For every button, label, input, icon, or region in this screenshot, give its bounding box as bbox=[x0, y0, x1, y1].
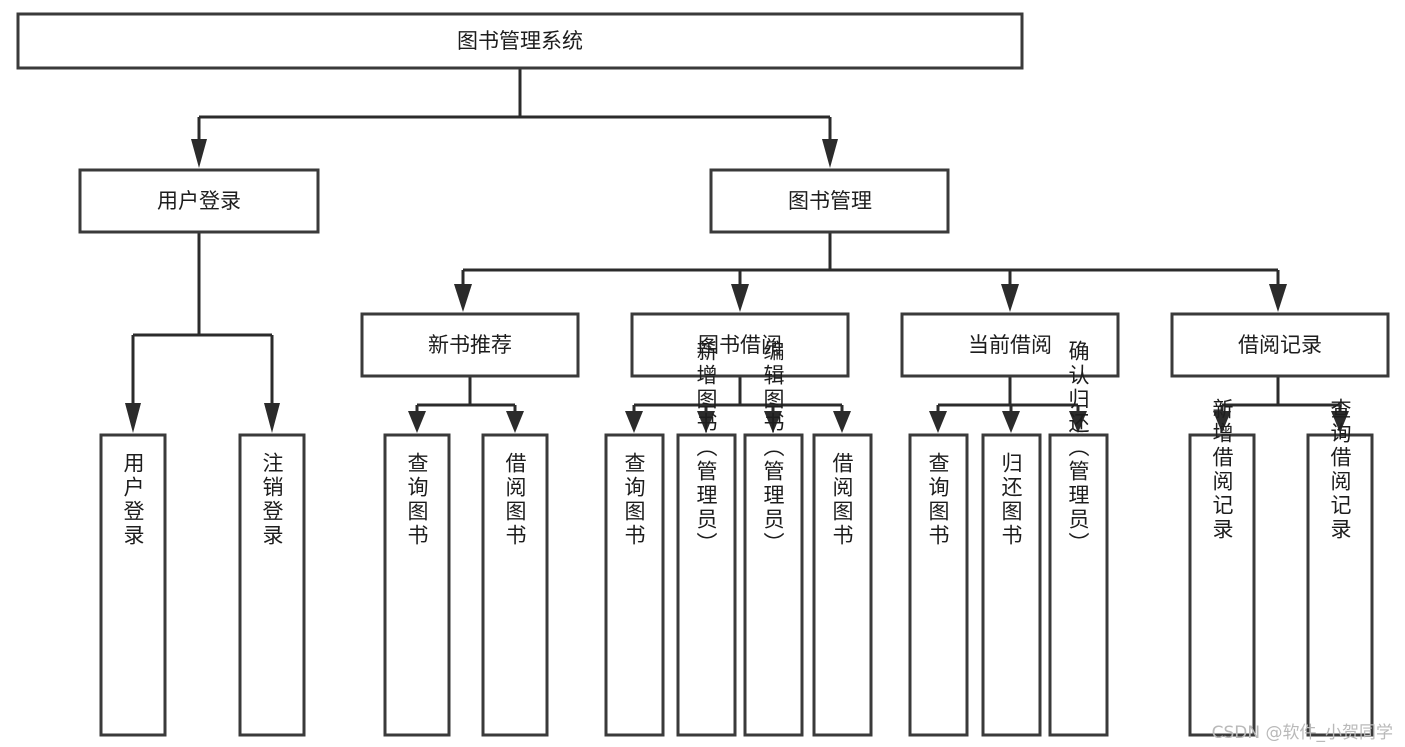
arrow-head-bookborrow-leaf-2 bbox=[697, 411, 715, 433]
node-book-management[interactable]: 图书管理 bbox=[709, 168, 950, 234]
book-borrow-label: 图书借阅 bbox=[698, 333, 782, 357]
leaf-node-add-borrow-record[interactable]: 新增借阅记录 bbox=[1188, 398, 1256, 737]
leaf-label-query-book-3: 查询图书 bbox=[926, 452, 950, 548]
new-book-recommend-box[interactable] bbox=[360, 312, 580, 378]
user-login-label: 用户登录 bbox=[157, 189, 241, 213]
arrow-head-bookborrow-leaf-4 bbox=[833, 411, 851, 433]
leaf-box-query-book-3[interactable] bbox=[908, 433, 969, 737]
arrow-head-currentborrow-leaf-1 bbox=[929, 411, 947, 433]
leaf-node-query-book-2[interactable]: 查询图书 bbox=[604, 433, 665, 737]
leaf-box-return-book[interactable] bbox=[981, 433, 1042, 737]
leaf-box-borrow-book-2[interactable] bbox=[812, 433, 873, 737]
leaf-node-query-book-1[interactable]: 查询图书 bbox=[383, 433, 451, 737]
borrow-record-label: 借阅记录 bbox=[1238, 333, 1322, 357]
leaf-box-query-book-2[interactable] bbox=[604, 433, 665, 737]
arrow-head-currentborrow-leaf-2 bbox=[1002, 411, 1020, 433]
leaf-box-borrow-book-1[interactable] bbox=[481, 433, 549, 737]
leaf-label-query-book-2: 查询图书 bbox=[622, 452, 646, 548]
node-current-borrow[interactable]: 当前借阅 bbox=[900, 312, 1120, 378]
leaf-box-query-borrow-record[interactable] bbox=[1306, 433, 1374, 737]
leaf-box-confirm-return[interactable] bbox=[1048, 433, 1109, 737]
arrow-head-borrowrecord-leaf-1 bbox=[1213, 411, 1231, 433]
new-book-recommend-label: 新书推荐 bbox=[428, 333, 512, 357]
arrow-head-leaf-user-login bbox=[125, 403, 141, 433]
node-new-book-recommend[interactable]: 新书推荐 bbox=[360, 312, 580, 378]
leaf-box-user-login[interactable] bbox=[99, 433, 167, 737]
leaf-box-logout[interactable] bbox=[238, 433, 306, 737]
node-root[interactable]: 图书管理系统 bbox=[16, 12, 1024, 70]
borrow-record-box[interactable] bbox=[1170, 312, 1390, 378]
arrow-head-newbook-leaf-2 bbox=[506, 411, 524, 433]
leaf-node-user-login[interactable]: 用户登录 bbox=[99, 433, 167, 737]
leaf-label-add-borrow-record: 新增借阅记录 bbox=[1210, 398, 1234, 542]
leaf-label-logout: 注销登录 bbox=[260, 452, 284, 548]
arrow-head-new-book-rec bbox=[454, 284, 472, 312]
leaf-label-borrow-book-2: 借阅图书 bbox=[830, 452, 854, 548]
book-management-box[interactable] bbox=[709, 168, 950, 234]
arrow-head-book-mgmt bbox=[822, 139, 838, 168]
leaf-label-confirm-return: 确认归还（管理员） bbox=[1066, 340, 1090, 556]
arrow-head-newbook-leaf-1 bbox=[408, 411, 426, 433]
root-label: 图书管理系统 bbox=[457, 29, 583, 53]
arrow-head-book-borrow bbox=[731, 284, 749, 312]
leaf-node-edit-book[interactable]: 编辑图书（管理员） bbox=[743, 340, 804, 737]
arrow-head-current-borrow bbox=[1001, 284, 1019, 312]
book-management-label: 图书管理 bbox=[788, 189, 872, 213]
leaf-label-edit-book: 编辑图书（管理员） bbox=[761, 340, 785, 556]
leaf-node-borrow-book-2[interactable]: 借阅图书 bbox=[812, 433, 873, 737]
arrow-head-borrow-record bbox=[1269, 284, 1287, 312]
leaf-box-add-borrow-record[interactable] bbox=[1188, 433, 1256, 737]
leaf-box-edit-book[interactable] bbox=[743, 433, 804, 737]
book-borrow-box[interactable] bbox=[630, 312, 850, 378]
leaf-label-query-borrow-record: 查询借阅记录 bbox=[1328, 398, 1352, 542]
leaf-label-return-book: 归还图书 bbox=[999, 452, 1023, 548]
leaf-label-query-book-1: 查询图书 bbox=[405, 452, 429, 548]
node-borrow-record[interactable]: 借阅记录 bbox=[1170, 312, 1390, 378]
leaf-label-add-book: 新增图书（管理员） bbox=[694, 340, 718, 556]
arrow-head-leaf-logout bbox=[264, 403, 280, 433]
arrow-head-currentborrow-leaf-3 bbox=[1069, 411, 1087, 433]
leaf-node-return-book[interactable]: 归还图书 bbox=[981, 433, 1042, 737]
leaf-node-confirm-return[interactable]: 确认归还（管理员） bbox=[1048, 340, 1109, 737]
leaf-box-query-book-1[interactable] bbox=[383, 433, 451, 737]
arrow-head-bookborrow-leaf-3 bbox=[764, 411, 782, 433]
leaf-label-borrow-book-1: 借阅图书 bbox=[503, 452, 527, 548]
leaf-label-user-login: 用户登录 bbox=[121, 452, 145, 548]
arrow-head-user-login bbox=[191, 139, 207, 168]
node-user-login[interactable]: 用户登录 bbox=[78, 168, 320, 234]
connector-layer bbox=[125, 68, 1349, 433]
leaf-node-logout[interactable]: 注销登录 bbox=[238, 433, 306, 737]
leaf-box-add-book[interactable] bbox=[676, 433, 737, 737]
arrow-head-borrowrecord-leaf-2 bbox=[1331, 411, 1349, 433]
root-box[interactable] bbox=[16, 12, 1024, 70]
user-login-box[interactable] bbox=[78, 168, 320, 234]
current-borrow-box[interactable] bbox=[900, 312, 1120, 378]
node-book-borrow[interactable]: 图书借阅 bbox=[630, 312, 850, 378]
current-borrow-label: 当前借阅 bbox=[968, 333, 1052, 357]
leaf-node-add-book[interactable]: 新增图书（管理员） bbox=[676, 340, 737, 737]
leaf-node-borrow-book-1[interactable]: 借阅图书 bbox=[481, 433, 549, 737]
leaf-node-query-book-3[interactable]: 查询图书 bbox=[908, 433, 969, 737]
arrow-head-bookborrow-leaf-1 bbox=[625, 411, 643, 433]
csdn-watermark: CSDN @软件_小贺同学 bbox=[1211, 723, 1393, 743]
leaf-node-query-borrow-record[interactable]: 查询借阅记录 bbox=[1306, 398, 1374, 737]
